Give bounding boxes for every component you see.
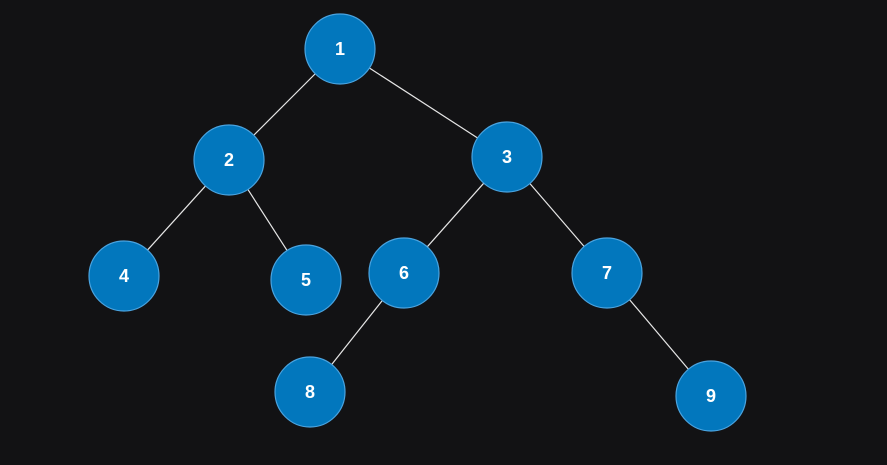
node-circle <box>88 240 160 312</box>
node-label: 2 <box>224 150 234 170</box>
node-circle <box>274 356 346 428</box>
node-label: 3 <box>502 147 512 167</box>
tree-edges <box>147 67 689 370</box>
node-circle <box>368 237 440 309</box>
node-circle <box>270 244 342 316</box>
tree-node-3: 3 <box>471 121 543 193</box>
node-label: 8 <box>305 382 315 402</box>
edge-n3-n6 <box>426 182 485 248</box>
tree-node-9: 9 <box>675 360 747 432</box>
edge-n6-n8 <box>331 300 383 365</box>
edge-n2-n4 <box>147 185 206 251</box>
edge-n1-n2 <box>253 73 316 136</box>
node-label: 6 <box>399 263 409 283</box>
tree-node-1: 1 <box>304 13 376 85</box>
node-label: 4 <box>119 266 129 286</box>
node-circle <box>471 121 543 193</box>
node-circle <box>571 237 643 309</box>
tree-node-4: 4 <box>88 240 160 312</box>
node-circle <box>193 124 265 196</box>
node-label: 5 <box>301 270 311 290</box>
node-label: 7 <box>602 263 612 283</box>
tree-node-7: 7 <box>571 237 643 309</box>
tree-node-8: 8 <box>274 356 346 428</box>
edge-n2-n5 <box>247 189 288 251</box>
tree-node-2: 2 <box>193 124 265 196</box>
edge-n1-n3 <box>369 67 478 139</box>
tree-nodes: 1 2 3 4 5 6 7 8 9 <box>88 13 747 432</box>
tree-node-6: 6 <box>368 237 440 309</box>
node-label: 1 <box>335 39 345 59</box>
edge-n3-n7 <box>529 183 585 247</box>
node-circle <box>675 360 747 432</box>
node-circle <box>304 13 376 85</box>
edge-n7-n9 <box>629 299 689 370</box>
node-label: 9 <box>706 386 716 406</box>
tree-node-5: 5 <box>270 244 342 316</box>
